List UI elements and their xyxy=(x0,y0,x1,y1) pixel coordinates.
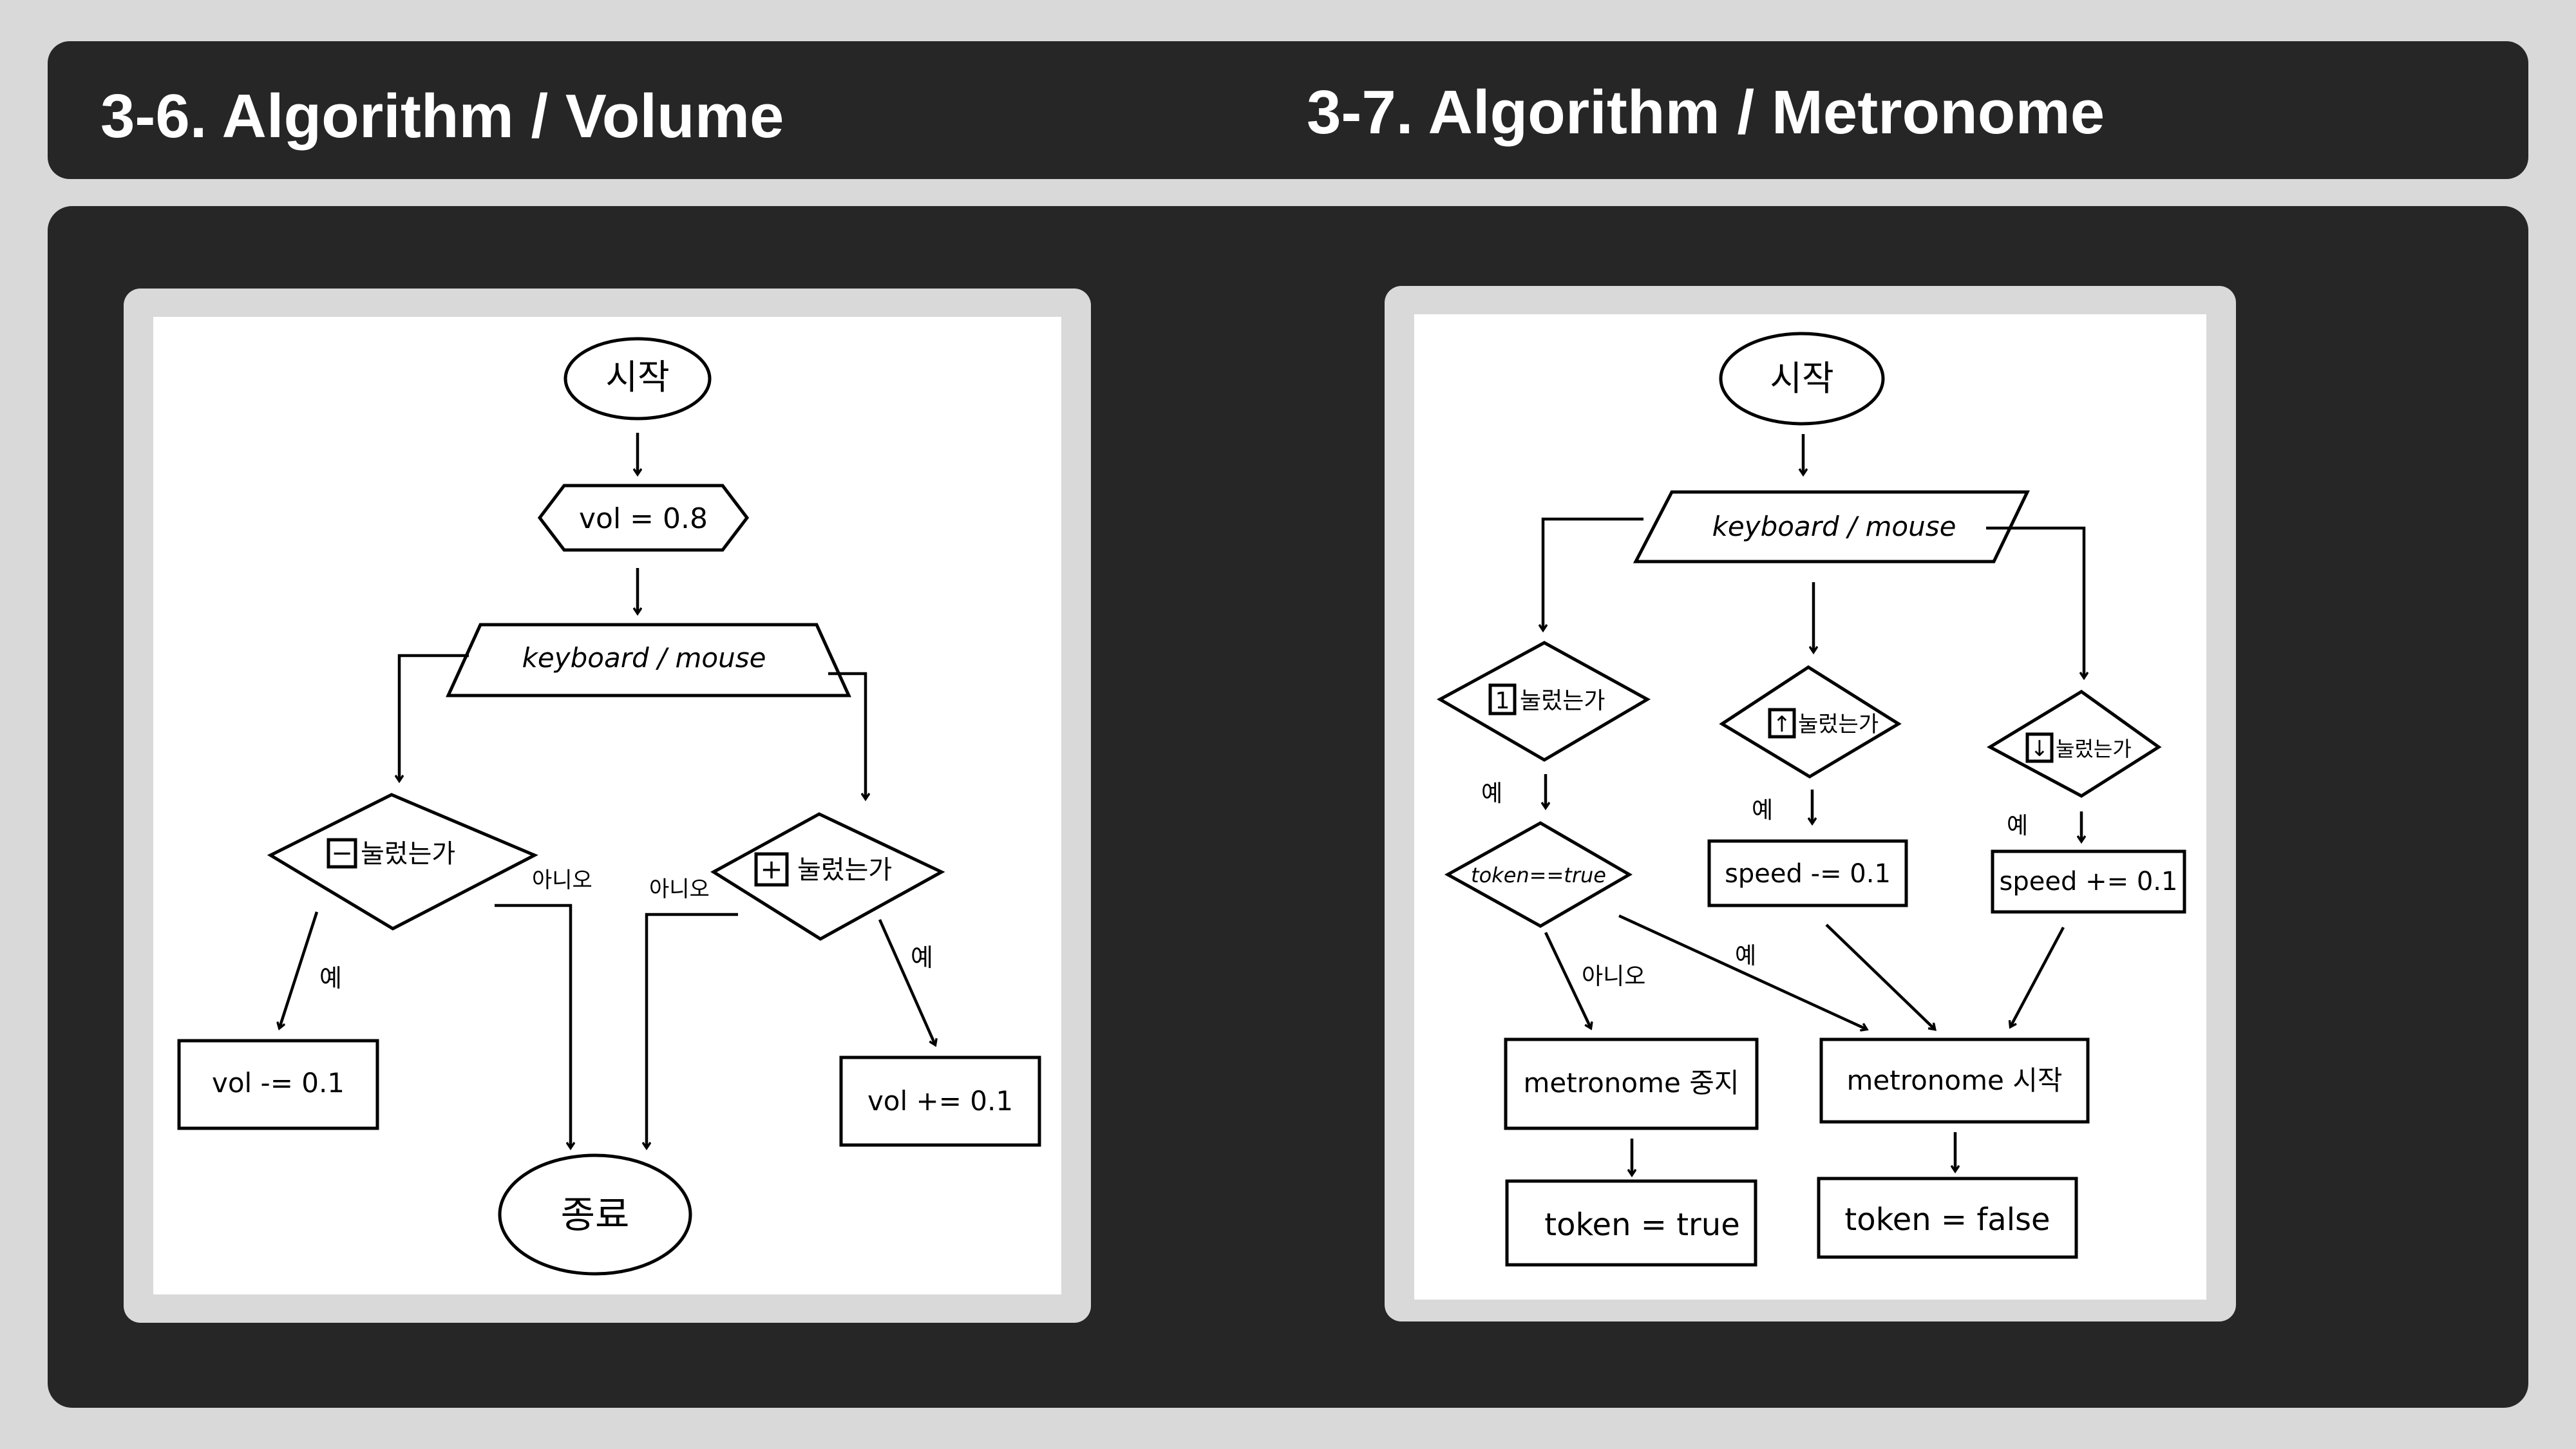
up-yes-label: 예 xyxy=(1752,797,1773,824)
end-label: 종료 xyxy=(561,1193,630,1236)
arrow-plus-yes xyxy=(878,919,935,1045)
init-label: vol = 0.8 xyxy=(579,502,708,535)
plus-decision xyxy=(710,812,945,941)
volume-flowchart-frame: 시작 vol = 0.8 keyboard / mouse − 눌렀는가 xyxy=(124,289,1091,1323)
plus-yes-label: 예 xyxy=(911,943,933,972)
arrow-minus-no xyxy=(495,904,571,1148)
minus-yes-label: 예 xyxy=(319,964,342,992)
arrow-plus-no xyxy=(647,913,738,1148)
speed-up-label: speed += 0.1 xyxy=(2000,867,2178,896)
key1-yes-label: 예 xyxy=(1481,781,1502,807)
start-terminal xyxy=(1719,332,1885,426)
token-true-label: token = true xyxy=(1544,1207,1739,1243)
up-key-box xyxy=(1768,708,1796,739)
metronome-stop-label: metronome 중지 xyxy=(1524,1067,1739,1099)
arrow-input-key1 xyxy=(1543,517,1643,630)
minus-decision xyxy=(267,793,538,931)
token-check-decision xyxy=(1444,821,1633,928)
plus-question: 눌렀는가 xyxy=(797,855,892,885)
start-label: 시작 xyxy=(1770,358,1833,399)
token-true-box xyxy=(1505,1179,1757,1267)
header-bar: 3-6. Algorithm / Volume 3-7. Algorithm /… xyxy=(48,41,2528,179)
speed-up-box xyxy=(1991,849,2186,914)
content-panel: 시작 vol = 0.8 keyboard / mouse − 눌렀는가 xyxy=(48,206,2528,1408)
input-parallelogram xyxy=(446,623,851,697)
metronome-stop-box xyxy=(1504,1037,1759,1130)
token-false-label: token = false xyxy=(1844,1202,2050,1238)
key1-question: 눌렀는가 xyxy=(1520,688,1605,714)
key1-decision xyxy=(1436,641,1651,762)
up-question: 눌렀는가 xyxy=(1798,712,1879,737)
arrow-speed-up-run xyxy=(2011,926,2065,1027)
plus-key: + xyxy=(760,853,782,885)
plus-no-label: 아니오 xyxy=(649,876,710,902)
token-false-box xyxy=(1817,1177,2078,1259)
down-question: 눌렀는가 xyxy=(2056,737,2132,761)
arrow-input-minus xyxy=(399,654,469,781)
token-no-label: 아니오 xyxy=(1582,963,1645,990)
up-key: ↑ xyxy=(1773,712,1792,737)
plus-action-box xyxy=(839,1056,1041,1147)
metronome-run-box xyxy=(1819,1037,2090,1124)
end-terminal xyxy=(498,1153,692,1276)
volume-flowchart: 시작 vol = 0.8 keyboard / mouse − 눌렀는가 xyxy=(177,337,1041,1276)
metronome-section-title: 3-7. Algorithm / Metronome xyxy=(1307,78,2105,147)
start-label: 시작 xyxy=(605,357,669,397)
input-label: keyboard / mouse xyxy=(522,642,766,674)
arrow-input-down xyxy=(1986,526,2084,677)
arrow-token-yes xyxy=(1618,914,1866,1029)
input-parallelogram xyxy=(1633,490,2030,564)
arrow-input-plus xyxy=(828,672,866,799)
plus-key-box xyxy=(754,852,789,887)
minus-action-box xyxy=(177,1039,379,1130)
down-key-box xyxy=(2025,732,2054,763)
key1-box xyxy=(1488,683,1517,715)
arrow-speed-down-run xyxy=(1825,923,1935,1029)
metronome-flowchart: 시작 keyboard / mouse 1 눌렀는가 ↑ 눌렀는가 xyxy=(1436,332,2186,1267)
volume-section-title: 3-6. Algorithm / Volume xyxy=(100,82,784,151)
down-yes-label: 예 xyxy=(2007,813,2028,839)
token-check-label: token==true xyxy=(1471,863,1606,887)
minus-key: − xyxy=(331,838,353,868)
down-key: ↓ xyxy=(2031,736,2049,762)
arrow-minus-yes xyxy=(279,911,319,1028)
metronome-flowchart-frame: 시작 keyboard / mouse 1 눌렀는가 ↑ 눌렀는가 xyxy=(1385,286,2236,1321)
init-hexagon xyxy=(537,484,750,552)
minus-key-box xyxy=(327,838,357,869)
speed-down-label: speed -= 0.1 xyxy=(1725,859,1891,889)
volume-flowchart-canvas: 시작 vol = 0.8 keyboard / mouse − 눌렀는가 xyxy=(153,317,1061,1294)
start-terminal xyxy=(564,337,712,421)
metronome-run-label: metronome 시작 xyxy=(1847,1065,2063,1096)
key1-key: 1 xyxy=(1495,688,1510,714)
input-label: keyboard / mouse xyxy=(1712,511,1956,542)
minus-action-label: vol -= 0.1 xyxy=(212,1067,345,1099)
minus-question: 눌렀는가 xyxy=(361,839,455,869)
arrow-token-no xyxy=(1544,932,1591,1028)
speed-down-box xyxy=(1707,839,1908,907)
metronome-flowchart-canvas: 시작 keyboard / mouse 1 눌렀는가 ↑ 눌렀는가 xyxy=(1414,314,2206,1300)
minus-no-label: 아니오 xyxy=(532,867,592,893)
down-decision xyxy=(1986,690,2162,798)
up-decision xyxy=(1719,665,1902,779)
token-yes-label: 예 xyxy=(1735,943,1756,969)
plus-action-label: vol += 0.1 xyxy=(867,1085,1013,1117)
